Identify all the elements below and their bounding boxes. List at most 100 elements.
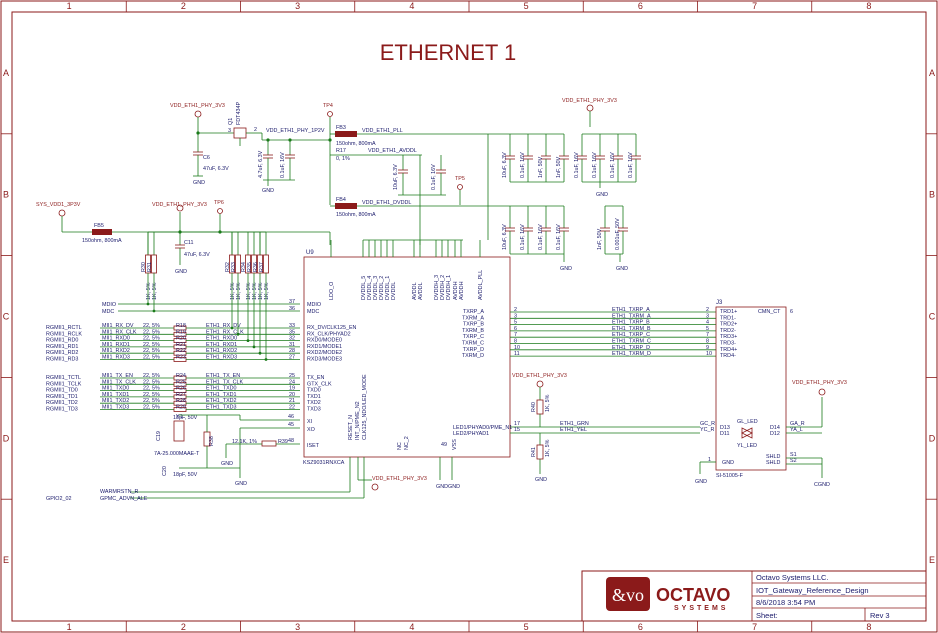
svg-text:17: 17 [514, 421, 520, 427]
svg-text:GC_R: GC_R [700, 421, 715, 427]
pullup-value: 1K, 5% [236, 282, 242, 300]
rgmii-net: RGMII1_TD2 [46, 400, 78, 406]
zone-col-top: 7 [752, 1, 757, 11]
zone-row-right: B [929, 190, 935, 200]
svg-text:RESET_N: RESET_N [348, 415, 354, 440]
u9-power-pin: DVDDL_2 [379, 276, 385, 300]
mdi-net: ETH1_TXRM_A [612, 313, 651, 319]
mii-net: MII1_RX_CLK [102, 329, 137, 335]
svg-text:31: 31 [289, 342, 295, 348]
svg-text:GND: GND [448, 484, 460, 490]
svg-text:4: 4 [706, 320, 709, 326]
rgmii-net: RGMII1_RD3 [46, 357, 78, 363]
series-resistor: R26 [176, 386, 186, 392]
net-gpmc: GPMC_ADVN_ALE [100, 496, 148, 502]
mdi-net: ETH1_TXRM_C [612, 339, 651, 345]
svg-text:5: 5 [514, 320, 517, 326]
mii-net: MII1_TXD0 [102, 386, 129, 392]
c6-val: 47uF, 6.3V [203, 166, 229, 172]
net-avddl: VDD_ETH1_AVDDL [368, 148, 417, 154]
svg-text:D13: D13 [720, 425, 730, 431]
svg-text:2: 2 [514, 307, 517, 313]
gnd-label: GND [560, 266, 572, 272]
cap-value: 0.1uF, 16V [628, 152, 634, 178]
svg-text:20: 20 [289, 392, 295, 398]
svg-text:3: 3 [706, 313, 709, 319]
u9-pin-name: RXD3/MODE3 [307, 357, 342, 363]
svg-text:22, 5%: 22, 5% [143, 405, 160, 411]
svg-text:7: 7 [514, 332, 517, 338]
svg-text:21: 21 [289, 398, 295, 404]
svg-text:GND: GND [695, 479, 707, 485]
svg-text:22, 5%: 22, 5% [143, 386, 160, 392]
mii-net: MII1_TX_CLK [102, 379, 136, 385]
sys-label: SYS_VDD1_3P3V [36, 202, 81, 208]
octavo-logo-icon [606, 577, 650, 611]
u9-power-pin: AVDDL [412, 282, 418, 300]
svg-text:GND: GND [535, 477, 547, 483]
svg-text:33: 33 [289, 323, 295, 329]
pullup-value: 1K, 5% [252, 282, 258, 300]
sheet-title: ETHERNET 1 [380, 40, 517, 65]
company-name: Octavo Systems LLC. [756, 573, 829, 582]
mdi-net: ETH1_TXRP_B [612, 320, 650, 326]
logo-name: OCTAVO [656, 585, 730, 605]
fb4-ref: FB4 [336, 197, 346, 203]
svg-text:1K, 5%: 1K, 5% [545, 394, 551, 412]
u9-pin-name: TXD3 [307, 407, 321, 413]
pullup-value: 1K, 5% [246, 282, 252, 300]
zone-row-left: B [3, 190, 9, 200]
svg-text:R41: R41 [531, 447, 537, 457]
zone-col-bottom: 2 [181, 622, 186, 632]
fb3-val: 150ohm, 800mA [336, 141, 376, 147]
svg-text:GND: GND [436, 484, 448, 490]
mii-net: MII1_RXD3 [102, 355, 130, 361]
rgmii-net: RGMII1_TCLK [46, 381, 82, 387]
u9-power-pin: DVDDL_1 [385, 276, 391, 300]
svg-text:XO: XO [307, 427, 315, 433]
fb4-val: 150ohm, 800mA [336, 212, 376, 218]
rgmii-net: RGMII1_RD1 [46, 344, 78, 350]
svg-text:YA_L: YA_L [790, 427, 803, 433]
svg-text:GA_R: GA_R [790, 421, 805, 427]
pullup-ref: R33 [231, 262, 237, 272]
zone-row-right: D [929, 433, 936, 443]
u9-power-pin: DVDDL [391, 282, 397, 300]
eth-net: ETH1_TXD0 [206, 386, 237, 392]
svg-text:15: 15 [514, 427, 520, 433]
svg-text:NC_2: NC_2 [404, 436, 410, 450]
title-block: Octavo Systems LLC. IOT_Gateway_Referenc… [581, 570, 927, 622]
fb5-bead [92, 229, 112, 235]
project-name: IOT_Gateway_Reference_Design [756, 586, 869, 595]
zone-col-top: 2 [181, 1, 186, 11]
r39-val: 12.1K, 1% [232, 439, 257, 445]
svg-text:6: 6 [790, 309, 793, 315]
c11-ref: C11 [184, 240, 194, 246]
j3-body [715, 306, 787, 471]
svg-text:C20: C20 [162, 466, 168, 476]
zone-col-bottom: 7 [752, 622, 757, 632]
c7-val: 4.7uF, 6.3V [258, 150, 264, 178]
pullup-value: 1K, 5% [146, 282, 152, 300]
svg-text:7: 7 [706, 332, 709, 338]
rgmii-net: RGMII1_RCLK [46, 331, 82, 337]
svg-text:8: 8 [706, 339, 709, 345]
svg-text:GND: GND [722, 460, 734, 466]
series-resistor: R21 [176, 342, 186, 348]
c6-ref: C6 [203, 155, 210, 161]
mdio-net: MDC [102, 309, 114, 315]
svg-text:3: 3 [514, 313, 517, 319]
net-dvddl: VDD_ETH1_DVDDL [362, 200, 411, 206]
svg-text:18pF, 50V: 18pF, 50V [173, 472, 198, 478]
u9-pin-name: RXD0/MODE0 [307, 338, 342, 344]
svg-text:22, 5%: 22, 5% [143, 323, 160, 329]
u9-pin-name: TXD2 [307, 400, 321, 406]
svg-text:SHLD: SHLD [766, 454, 780, 460]
u9-pin-name: RXD2/MODE2 [307, 350, 342, 356]
j3-pin-name: TRD4- [720, 353, 736, 359]
